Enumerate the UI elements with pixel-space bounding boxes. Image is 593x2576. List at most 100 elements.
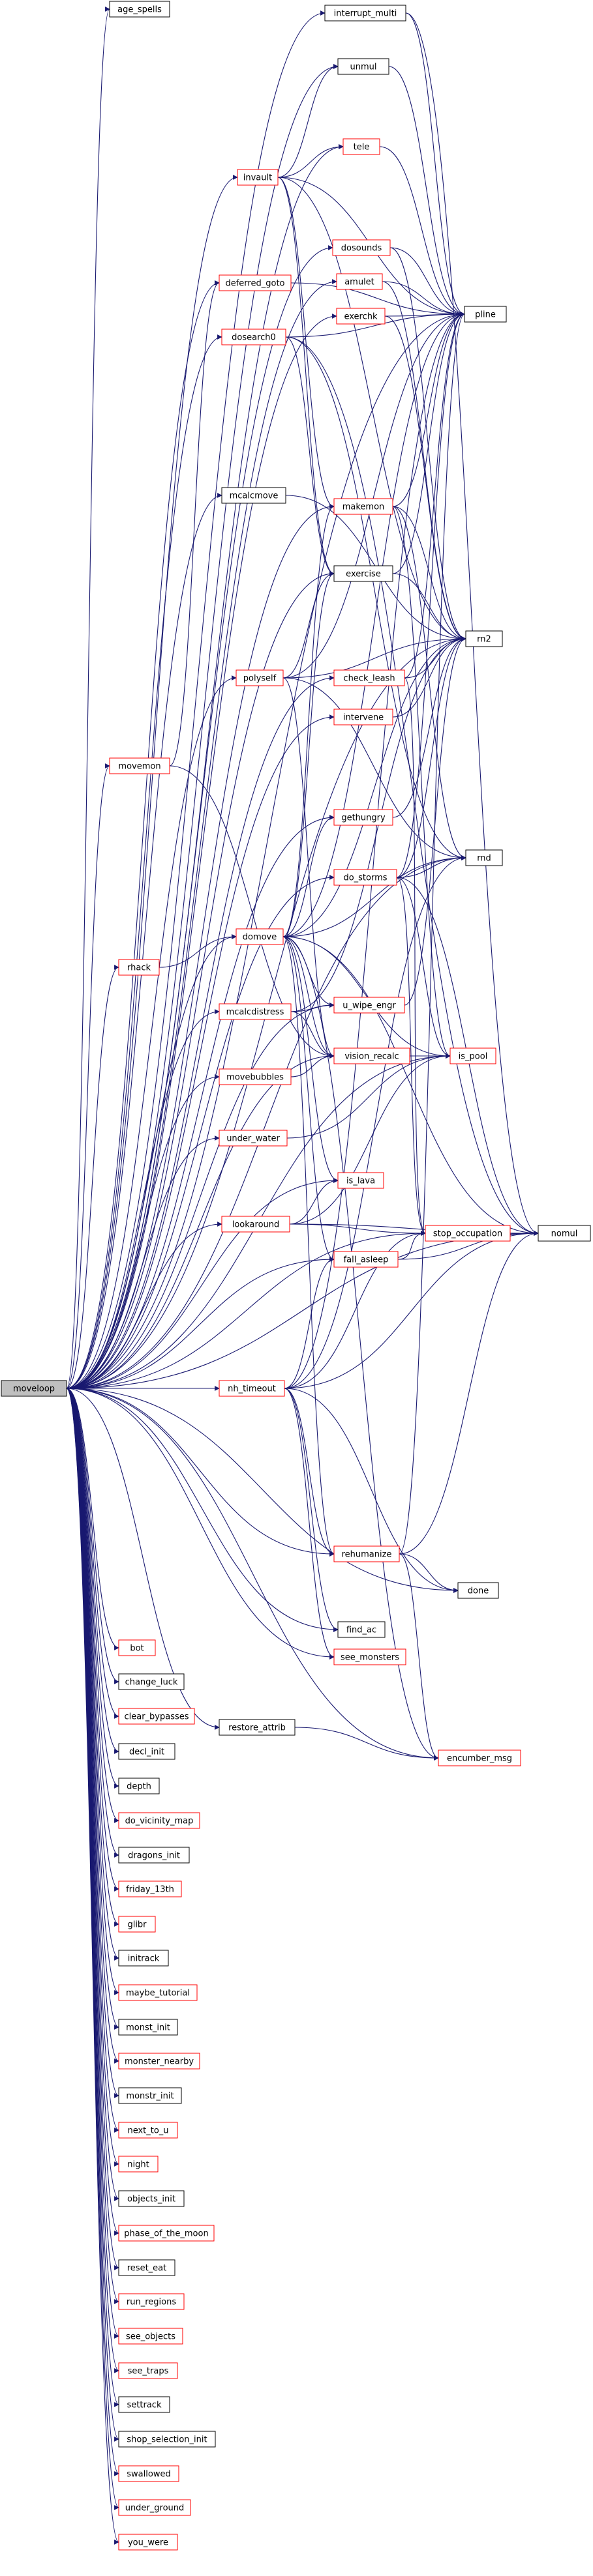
node-box[interactable] bbox=[118, 2156, 159, 2173]
node-box[interactable] bbox=[333, 709, 393, 725]
node-intervene[interactable]: intervene bbox=[333, 709, 393, 725]
node-box[interactable] bbox=[118, 1881, 182, 1897]
node-dosearch0[interactable]: dosearch0 bbox=[221, 329, 286, 345]
node-box[interactable] bbox=[236, 669, 284, 686]
node-run-regions[interactable]: run_regions bbox=[118, 2293, 185, 2310]
node-box[interactable] bbox=[118, 2019, 178, 2036]
node-under-ground[interactable]: under_ground bbox=[118, 2499, 191, 2516]
node-box[interactable] bbox=[118, 1984, 198, 2001]
node-box[interactable] bbox=[219, 274, 292, 291]
node-dosounds[interactable]: dosounds bbox=[332, 239, 391, 256]
node-box[interactable] bbox=[118, 2122, 178, 2139]
node-box[interactable] bbox=[333, 869, 397, 886]
node-box[interactable] bbox=[118, 2465, 179, 2482]
node-exercise[interactable]: exercise bbox=[333, 565, 393, 582]
node-box[interactable] bbox=[109, 757, 170, 774]
node-box[interactable] bbox=[221, 1216, 290, 1233]
node-box[interactable] bbox=[438, 1749, 521, 1766]
node-is-pool[interactable]: is_pool bbox=[449, 1047, 496, 1064]
node-box[interactable] bbox=[1, 1380, 67, 1397]
node-box[interactable] bbox=[118, 1639, 156, 1656]
node-polyself[interactable]: polyself bbox=[236, 669, 284, 686]
node-done[interactable]: done bbox=[457, 1582, 499, 1599]
node-stop-occupation[interactable]: stop_occupation bbox=[425, 1225, 511, 1242]
node-fall-asleep[interactable]: fall_asleep bbox=[333, 1251, 399, 1268]
node-box[interactable] bbox=[449, 1047, 496, 1064]
node-box[interactable] bbox=[118, 1778, 160, 1794]
node-box[interactable] bbox=[118, 2259, 175, 2276]
node-box[interactable] bbox=[342, 138, 380, 155]
node-moveloop[interactable]: moveloop bbox=[1, 1380, 67, 1397]
node-under-water[interactable]: under_water bbox=[219, 1130, 288, 1147]
node-maybe-tutorial[interactable]: maybe_tutorial bbox=[118, 1984, 198, 2001]
node-bot[interactable]: bot bbox=[118, 1639, 156, 1656]
node-exerchk[interactable]: exerchk bbox=[336, 308, 386, 325]
node-rhack[interactable]: rhack bbox=[118, 959, 160, 976]
node-box[interactable] bbox=[118, 2328, 183, 2345]
node-box[interactable] bbox=[219, 1003, 292, 1020]
node-box[interactable] bbox=[236, 928, 284, 945]
node-box[interactable] bbox=[333, 1545, 400, 1562]
node-box[interactable] bbox=[118, 2293, 185, 2310]
node-initrack[interactable]: initrack bbox=[118, 1950, 169, 1967]
node-invault[interactable]: invault bbox=[237, 169, 279, 186]
node-decl-init[interactable]: decl_init bbox=[118, 1743, 175, 1760]
node-nomul[interactable]: nomul bbox=[538, 1225, 591, 1242]
node-box[interactable] bbox=[333, 997, 405, 1014]
node-see-traps[interactable]: see_traps bbox=[118, 2362, 178, 2379]
node-unmul[interactable]: unmul bbox=[337, 58, 389, 75]
node-box[interactable] bbox=[538, 1225, 591, 1242]
node-box[interactable] bbox=[118, 2534, 178, 2551]
node-interrupt-multi[interactable]: interrupt_multi bbox=[324, 5, 406, 22]
node-box[interactable] bbox=[118, 1708, 195, 1725]
node-box[interactable] bbox=[118, 2431, 216, 2448]
node-tele[interactable]: tele bbox=[342, 138, 380, 155]
node-change-luck[interactable]: change_luck bbox=[118, 1673, 185, 1690]
node-depth[interactable]: depth bbox=[118, 1778, 160, 1794]
node-next-to-u[interactable]: next_to_u bbox=[118, 2122, 178, 2139]
node-restore-attrib[interactable]: restore_attrib bbox=[219, 1719, 296, 1736]
node-clear-bypasses[interactable]: clear_bypasses bbox=[118, 1708, 195, 1725]
node-swallowed[interactable]: swallowed bbox=[118, 2465, 179, 2482]
node-box[interactable] bbox=[118, 2087, 182, 2104]
node-box[interactable] bbox=[118, 1743, 175, 1760]
node-glibr[interactable]: glibr bbox=[118, 1916, 156, 1933]
node-do-storms[interactable]: do_storms bbox=[333, 869, 397, 886]
node-find-ac[interactable]: find_ac bbox=[337, 1621, 386, 1638]
node-box[interactable] bbox=[457, 1582, 499, 1599]
node-domove[interactable]: domove bbox=[236, 928, 284, 945]
node-monstr-init[interactable]: monstr_init bbox=[118, 2087, 182, 2104]
node-monst-init[interactable]: monst_init bbox=[118, 2019, 178, 2036]
node-mcalcdistress[interactable]: mcalcdistress bbox=[219, 1003, 292, 1020]
node-box[interactable] bbox=[219, 1130, 288, 1147]
node-box[interactable] bbox=[425, 1225, 511, 1242]
node-box[interactable] bbox=[219, 1068, 292, 1085]
node-see-monsters[interactable]: see_monsters bbox=[333, 1648, 406, 1665]
node-settrack[interactable]: settrack bbox=[118, 2396, 170, 2413]
node-box[interactable] bbox=[465, 849, 503, 866]
node-lookaround[interactable]: lookaround bbox=[221, 1216, 290, 1233]
node-check-leash[interactable]: check_leash bbox=[333, 669, 405, 686]
node-box[interactable] bbox=[118, 2396, 170, 2413]
node-box[interactable] bbox=[118, 1916, 156, 1933]
node-box[interactable] bbox=[118, 2362, 178, 2379]
node-friday-13th[interactable]: friday_13th bbox=[118, 1881, 182, 1897]
node-box[interactable] bbox=[333, 1251, 399, 1268]
node-do-vicinity-map[interactable]: do_vicinity_map bbox=[118, 1812, 200, 1829]
node-box[interactable] bbox=[337, 58, 389, 75]
node-box[interactable] bbox=[118, 1673, 185, 1690]
node-phase-of-the-moon[interactable]: phase_of_the_moon bbox=[118, 2225, 215, 2242]
node-box[interactable] bbox=[337, 1621, 386, 1638]
node-box[interactable] bbox=[118, 1950, 169, 1967]
node-box[interactable] bbox=[333, 498, 393, 515]
node-box[interactable] bbox=[221, 487, 286, 504]
node-box[interactable] bbox=[333, 1648, 406, 1665]
node-box[interactable] bbox=[221, 329, 286, 345]
node-monster-nearby[interactable]: monster_nearby bbox=[118, 2053, 200, 2070]
node-night[interactable]: night bbox=[118, 2156, 159, 2173]
node-box[interactable] bbox=[219, 1380, 285, 1397]
node-makemon[interactable]: makemon bbox=[333, 498, 393, 515]
node-box[interactable] bbox=[118, 1847, 190, 1864]
node-box[interactable] bbox=[237, 169, 279, 186]
node-box[interactable] bbox=[219, 1719, 296, 1736]
